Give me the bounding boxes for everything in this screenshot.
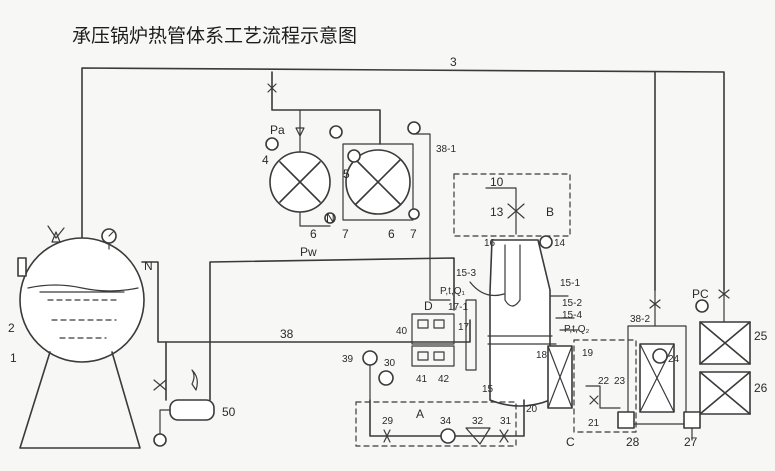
label-38-2: 38-2 [630,314,650,325]
label-14: 14 [554,238,566,249]
label-26: 26 [754,381,768,395]
label-39: 39 [342,354,354,365]
boiler-drum [17,237,145,363]
label-ptq2: P,t,Q₂ [564,324,589,335]
label-13: 13 [490,205,504,219]
vessel-24 [617,289,687,429]
label-pa: Pa [270,123,285,137]
label-24: 24 [668,354,680,365]
label-41: 41 [416,374,428,385]
label-4: 4 [262,153,269,167]
label-n2: N [326,211,335,225]
diagram-title: 承压锅炉热管体系工艺流程示意图 [72,25,357,47]
box-b [453,173,571,237]
label-6b: 6 [388,227,395,241]
label-ptq1: P,t,Q₁ [440,286,465,297]
label-1: 1 [10,351,17,365]
exchanger-5 [329,121,451,301]
label-10: 10 [490,175,504,189]
loop-a [355,399,525,447]
label-22: 22 [598,376,610,387]
label-6a: 6 [310,227,317,241]
label-b: B [546,205,554,219]
unit-18 [547,339,637,433]
label-27: 27 [684,435,698,449]
label-20: 20 [526,404,538,415]
label-30: 30 [384,358,396,369]
label-18: 18 [536,350,548,361]
label-32: 32 [472,416,484,427]
label-5: 5 [343,167,350,181]
pipe-38 [141,261,471,343]
label-25: 25 [754,329,768,343]
label-15-2: 15-2 [562,298,582,309]
heater-50 [153,341,215,447]
exchanger-4 [265,109,336,227]
label-15-1: 15-1 [560,278,580,289]
label-pw: Pw [300,245,317,259]
label-17: 17 [458,322,470,333]
label-23: 23 [614,376,626,387]
label-40: 40 [396,326,408,337]
label-42: 42 [438,374,450,385]
label-15-3: 15-3 [456,268,476,279]
label-pc: PC [692,287,709,301]
label-7a: 7 [342,227,349,241]
pressure-gauge-top [101,228,117,250]
boiler-support [19,351,141,449]
reactor-column-15 [465,235,579,407]
panel-d [411,313,455,367]
label-31: 31 [500,416,512,427]
label-c: C [566,435,575,449]
valve-top [267,71,381,145]
label-34: 34 [440,416,452,427]
towers-25-26 [683,289,751,441]
label-38-1: 38-1 [436,144,456,155]
header-pipe-3 [81,67,725,291]
label-38: 38 [280,327,294,341]
label-50: 50 [222,405,236,419]
pipe-pw [209,257,455,401]
label-7b: 7 [410,227,417,241]
pump-39 [362,350,394,401]
label-29: 29 [382,416,394,427]
label-a: A [416,407,424,421]
label-28: 28 [626,435,640,449]
label-16: 16 [484,238,496,249]
safety-valve [47,225,65,243]
label-d: D [424,299,433,313]
label-n1: N [144,259,153,273]
labels: 3 Pa 4 5 6 7 6 7 38-1 10 13 B Pw N 16 14… [8,55,768,449]
label-2: 2 [8,321,15,335]
label-21: 21 [588,418,600,429]
label-3: 3 [450,55,457,69]
label-15-4: 15-4 [562,310,582,321]
label-17-1: 17-1 [448,302,468,313]
label-19: 19 [582,348,594,359]
label-15: 15 [482,384,494,395]
